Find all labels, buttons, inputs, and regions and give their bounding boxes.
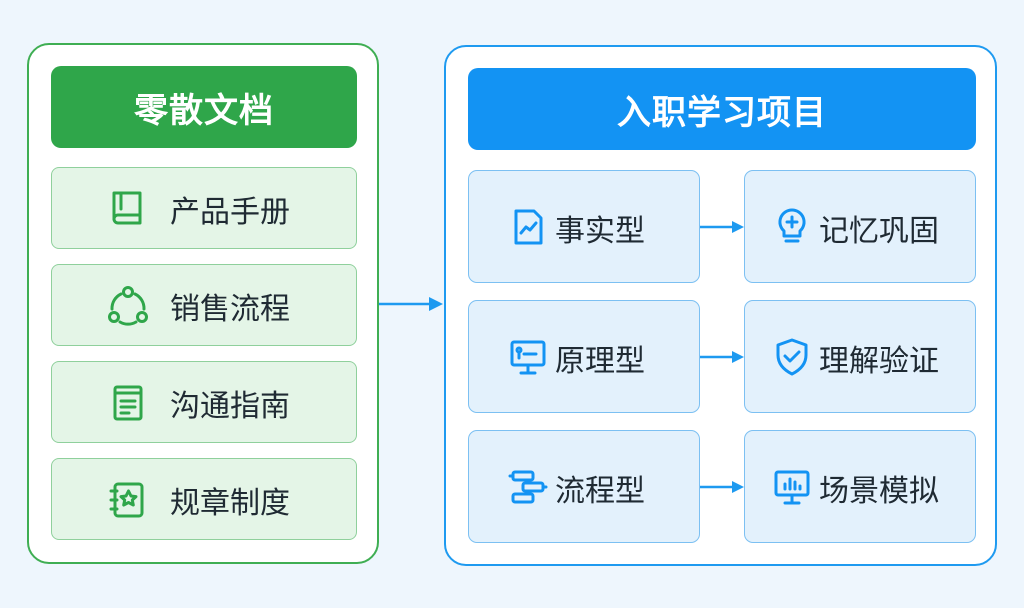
chart-line-icon [507, 206, 549, 248]
bulb-icon [771, 206, 813, 248]
knowledge-type-label: 原理型 [555, 343, 645, 379]
doc-item-label: 销售流程 [170, 292, 290, 327]
onboarding-program-title: 入职学习项目 [468, 68, 976, 150]
method-scenario-simulation: 场景模拟 [744, 430, 976, 543]
monitor-chart-icon [771, 466, 813, 508]
doc-item-rules-regulations: 规章制度 [51, 458, 357, 540]
doc-item-label: 产品手册 [170, 195, 290, 230]
method-memory-consolidation: 记忆巩固 [744, 170, 976, 283]
knowledge-type-label: 事实型 [555, 213, 645, 249]
row-connector-arrow [700, 351, 744, 363]
doc-item-sales-process: 销售流程 [51, 264, 357, 346]
learning-method-label: 理解验证 [819, 343, 939, 379]
doc-item-label: 沟通指南 [170, 389, 290, 424]
cycle-icon [106, 284, 150, 328]
row-connector-arrow [700, 221, 744, 233]
row-connector-arrow [700, 481, 744, 493]
rules-badge-icon [106, 478, 150, 522]
knowledge-type-label: 流程型 [555, 473, 645, 509]
onboarding-program-panel: 入职学习项目 事实型 记忆巩固 [444, 45, 997, 566]
knowledge-type-factual: 事实型 [468, 170, 700, 283]
method-understanding-verification: 理解验证 [744, 300, 976, 413]
knowledge-type-principle: 原理型 [468, 300, 700, 413]
learning-method-label: 记忆巩固 [819, 213, 939, 249]
doc-item-product-manual: 产品手册 [51, 167, 357, 249]
doc-item-communication-guide: 沟通指南 [51, 361, 357, 443]
main-connector-arrow [379, 297, 443, 311]
scattered-docs-title: 零散文档 [51, 66, 357, 148]
shield-check-icon [771, 336, 813, 378]
book-icon [106, 187, 150, 231]
document-icon [106, 381, 150, 425]
presentation-icon [507, 336, 549, 378]
scattered-docs-panel: 零散文档 产品手册 [27, 43, 379, 564]
doc-item-label: 规章制度 [170, 486, 290, 521]
flow-steps-icon [507, 466, 549, 508]
learning-method-label: 场景模拟 [819, 473, 939, 509]
knowledge-type-process: 流程型 [468, 430, 700, 543]
